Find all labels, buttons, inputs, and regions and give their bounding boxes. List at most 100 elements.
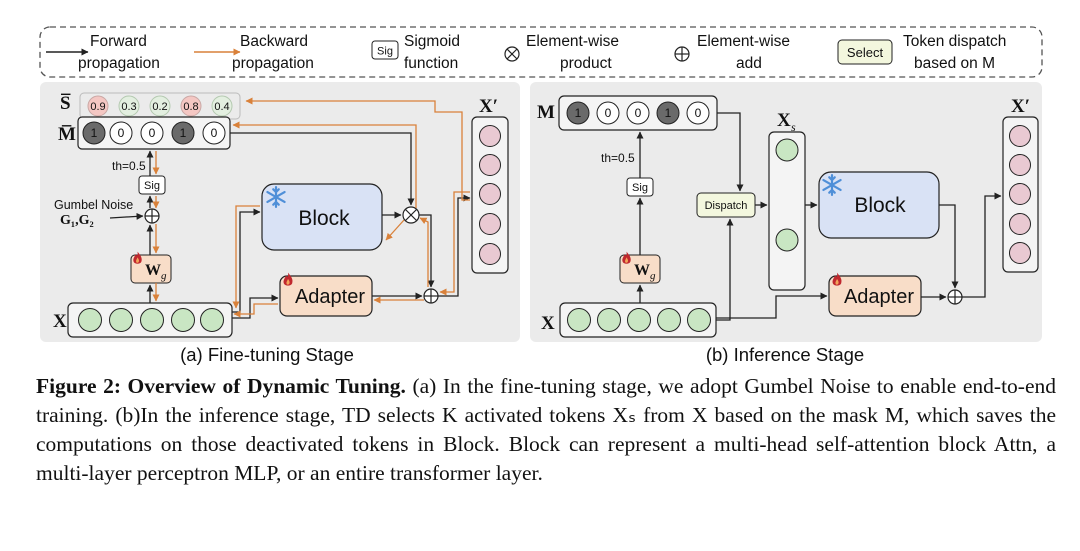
mask-cell: [171, 121, 195, 145]
token: [140, 308, 164, 332]
token: [775, 228, 799, 252]
threshold-label-a: th=0.5: [112, 159, 146, 173]
product-node-a: [402, 206, 420, 224]
m-bar-cells-b: 1 0 0 1 0: [566, 101, 710, 125]
mask-cell: [140, 121, 164, 145]
add-label-1: Element-wise: [697, 33, 790, 50]
token: [479, 154, 501, 176]
mask-cell: [566, 101, 590, 125]
mask-value: 0: [605, 106, 612, 120]
block-label-b: Block: [854, 194, 906, 217]
s-value: 0.4: [214, 101, 229, 113]
sig-glyph-box: [371, 40, 399, 60]
x-label-b: X: [541, 313, 555, 334]
mask-value: 0: [118, 126, 125, 140]
mask-value: 0: [695, 106, 702, 120]
token: [479, 125, 501, 147]
xprime-label-a: X′: [479, 96, 498, 117]
block-label-a: Block: [298, 207, 350, 230]
panel-b-title: (b) Inference Stage: [706, 344, 864, 365]
wg-label-a: W: [145, 262, 161, 279]
mask-cell: [656, 101, 680, 125]
x-tokens-a: [78, 308, 224, 332]
token: [479, 213, 501, 235]
threshold-label-b: th=0.5: [601, 151, 635, 165]
mask-cell: [686, 101, 710, 125]
mask-value: 1: [180, 126, 187, 140]
s-value: 0.9: [90, 101, 105, 113]
token: [657, 308, 681, 332]
panel-a-title: (a) Fine-tuning Stage: [180, 344, 354, 365]
gumbel-add-icon: [144, 208, 160, 224]
dispatch-label: Dispatch: [705, 200, 748, 212]
forward-label-1: Forward: [90, 33, 147, 50]
mask-value: 0: [635, 106, 642, 120]
xprime-label-b: X′: [1011, 96, 1030, 117]
s-cell: [149, 95, 171, 117]
token: [1009, 154, 1031, 176]
token: [200, 308, 224, 332]
s-cell: [87, 95, 109, 117]
token: [1009, 183, 1031, 205]
panel-inference: M 1 0 0 1 0 th=0.5 Sig W g Dispatch X s: [530, 82, 1042, 342]
legend: Forward propagation Backward propagation…: [39, 26, 1043, 78]
backward-arrows-a: [152, 97, 470, 318]
s-value: 0.8: [183, 101, 198, 113]
token: [171, 308, 195, 332]
token: [1009, 125, 1031, 147]
forward-label-2: propagation: [78, 55, 160, 72]
s-cell: [211, 95, 233, 117]
token: [479, 243, 501, 265]
token: [1009, 213, 1031, 235]
sig-glyph: Sig: [377, 46, 393, 58]
xprime-tokens-a: [479, 125, 501, 265]
s-cell: [180, 95, 202, 117]
m-label-b: M: [537, 102, 555, 123]
add-node-a: [423, 288, 439, 304]
adapter-label-a: Adapter: [295, 286, 365, 308]
wg-sub-b: g: [650, 270, 656, 282]
token: [597, 308, 621, 332]
caption-label: Figure 2: Overview of Dynamic Tuning.: [36, 374, 406, 398]
token: [567, 308, 591, 332]
mask-value: 1: [665, 106, 672, 120]
xs-sub: s: [791, 120, 796, 134]
add-node-b: [947, 289, 963, 305]
gumbel-vars-label: G₁,G₂: [60, 213, 94, 228]
forward-arrows-b: [636, 112, 1002, 321]
product-label-1: Element-wise: [526, 33, 619, 50]
panel-fine-tuning: S̅ 0.9 0.3 0.2 0.8 0.4 M̅ 1 0 0 1 0: [40, 82, 520, 342]
select-glyph-box: [837, 39, 893, 65]
select-glyph: Select: [847, 45, 884, 60]
token: [775, 138, 799, 162]
dispatch-label-2: based on M: [914, 55, 995, 72]
block-box-a: [261, 183, 383, 251]
mask-cell: [626, 101, 650, 125]
mask-value: 1: [91, 126, 98, 140]
backward-label-1: Backward: [240, 33, 308, 50]
token: [109, 308, 133, 332]
add-label-2: add: [736, 55, 762, 72]
token: [687, 308, 711, 332]
s-value: 0.2: [152, 101, 167, 113]
wg-sub-a: g: [161, 270, 167, 282]
x-tokens-b: [567, 308, 711, 332]
backward-label-2: propagation: [232, 55, 314, 72]
sig-label-b: Sig: [632, 182, 648, 194]
mask-cell: [596, 101, 620, 125]
mask-value: 0: [149, 126, 156, 140]
m-bar-label: M̅: [58, 124, 76, 145]
product-label-2: product: [560, 55, 612, 72]
xs-column: [768, 131, 806, 291]
xs-label: X: [777, 110, 791, 131]
sigmoid-label-1: Sigmoid: [404, 33, 460, 50]
gumbel-noise-label: Gumbel Noise: [54, 198, 133, 212]
caption-text: (a) In the fine-tuning stage, we adopt G…: [36, 374, 1057, 485]
token: [627, 308, 651, 332]
token: [479, 183, 501, 205]
s-value: 0.3: [121, 101, 136, 113]
xprime-tokens-b: [1009, 125, 1031, 264]
wg-label-b: W: [634, 262, 650, 279]
sig-box-a: [138, 175, 166, 195]
